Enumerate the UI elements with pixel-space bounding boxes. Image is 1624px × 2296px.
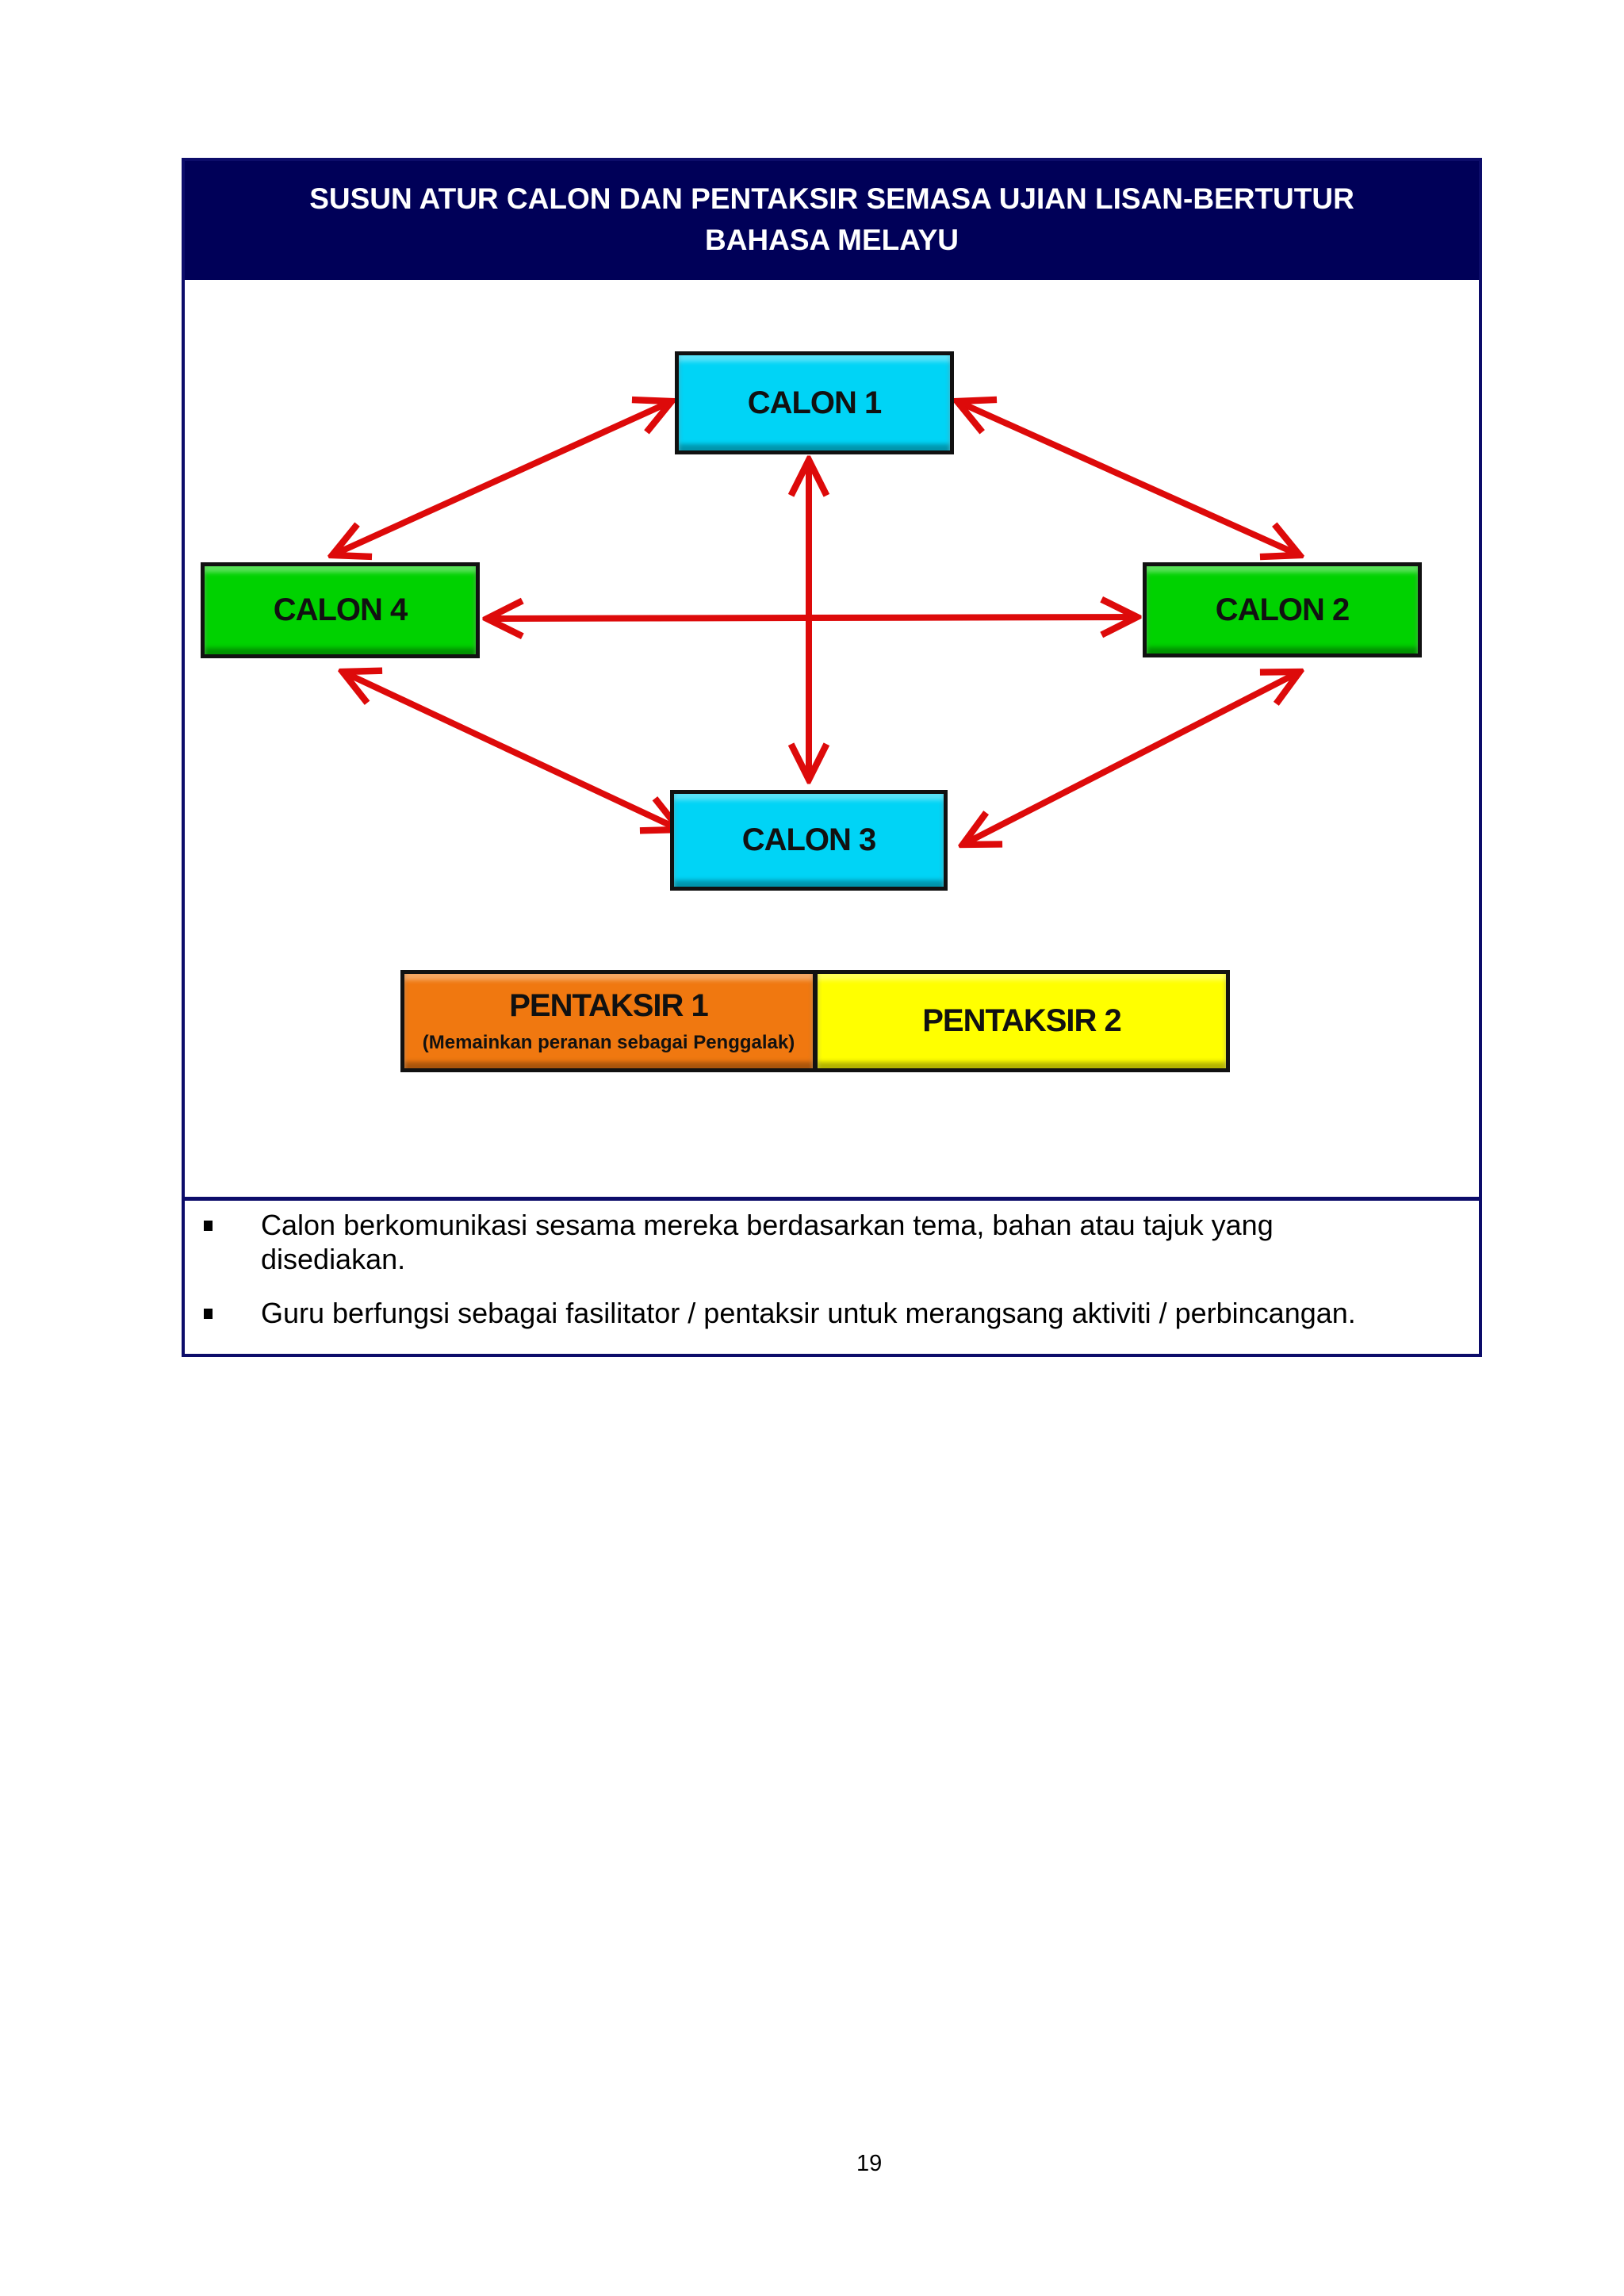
calon-3-box: CALON 3: [670, 790, 948, 891]
calon-3-label: CALON 3: [741, 822, 877, 857]
arrow-calon2-calon3: [963, 672, 1300, 845]
section-divider: [185, 1197, 1479, 1201]
calon-4-label: CALON 4: [273, 592, 408, 627]
pentaksir-2-box: PENTAKSIR 2: [814, 970, 1230, 1072]
arrows-layer: [0, 0, 1624, 1110]
calon-2-label: CALON 2: [1215, 592, 1350, 627]
note-text: Guru berfungsi sebagai fasilitator / pen…: [261, 1297, 1356, 1329]
pentaksir-2-label: PENTAKSIR 2: [922, 1003, 1122, 1038]
arrow-calon1-calon2: [957, 401, 1300, 555]
pentaksir-1-label: PENTAKSIR 1: [509, 988, 709, 1023]
calon-1-box: CALON 1: [675, 351, 954, 454]
layout-panel: SUSUN ATUR CALON DAN PENTAKSIR SEMASA UJ…: [182, 158, 1482, 1357]
note-text: Calon berkomunikasi sesama mereka berdas…: [261, 1209, 1274, 1275]
title-line-2: BAHASA MELAYU: [704, 224, 959, 256]
calon-1-label: CALON 1: [747, 385, 883, 420]
bullet-icon: [204, 1309, 213, 1319]
page-number: 19: [856, 2151, 883, 2176]
pentaksir-1-note: (Memainkan peranan sebagai Penggalak): [422, 1032, 795, 1053]
arrow-calon4-calon3: [343, 672, 680, 830]
panel-header: SUSUN ATUR CALON DAN PENTAKSIR SEMASA UJ…: [185, 161, 1479, 280]
bullet-icon: [204, 1221, 213, 1231]
calon-2-box: CALON 2: [1143, 562, 1422, 657]
calon-4-box: CALON 4: [201, 562, 480, 658]
title-line-1: SUSUN ATUR CALON DAN PENTAKSIR SEMASA UJ…: [309, 182, 1354, 215]
arrow-calon1-calon4: [332, 401, 672, 555]
pentaksir-1-box: PENTAKSIR 1 (Memainkan peranan sebagai P…: [400, 970, 817, 1072]
